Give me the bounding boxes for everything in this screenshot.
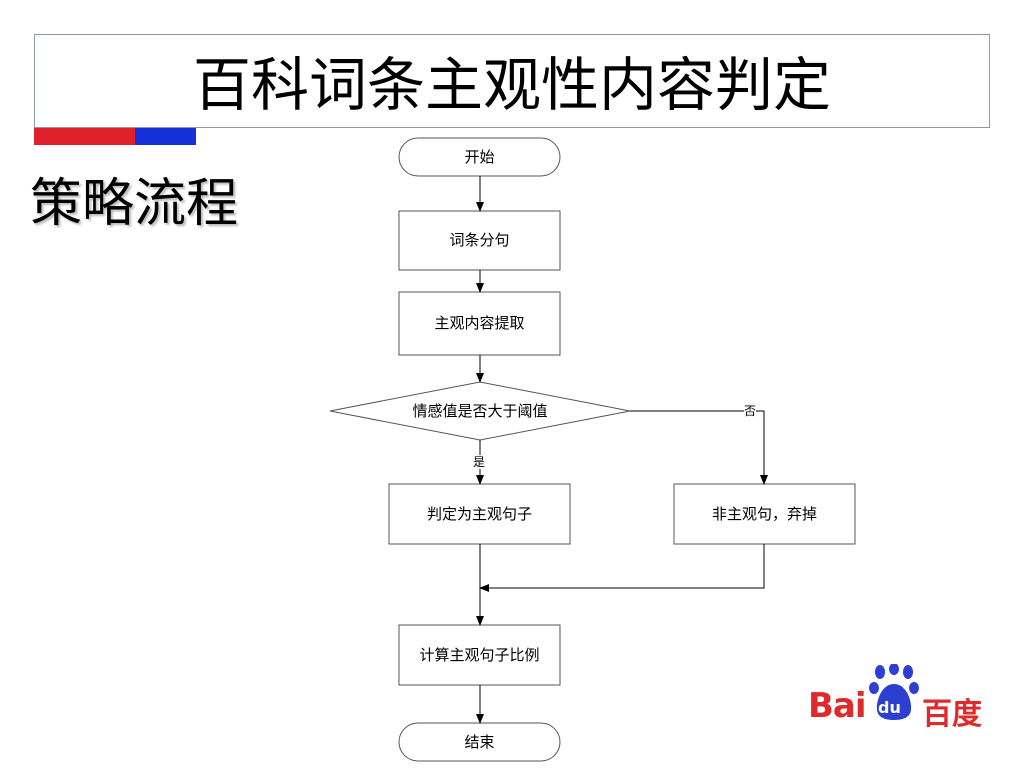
edge-label-no: 否 <box>744 404 757 418</box>
paw-icon <box>869 664 919 720</box>
baidu-logo-chinese: 百度 <box>922 697 982 732</box>
decision-label: 情感值是否大于阈值 <box>412 401 548 420</box>
arrow-decision-no <box>630 410 768 485</box>
baidu-logo-badge: du <box>878 698 901 717</box>
start-label: 开始 <box>464 147 495 166</box>
split-label: 词条分句 <box>449 231 510 249</box>
accent-bar-red <box>34 128 135 145</box>
title-box <box>34 34 990 128</box>
ratio-label: 计算主观句子比例 <box>419 645 540 664</box>
discard-label: 非主观句，弃掉 <box>711 504 817 523</box>
slide-title: 百科词条主观性内容判定 <box>192 51 831 119</box>
edge-label-yes: 是 <box>473 455 486 469</box>
split-process-box <box>398 210 561 271</box>
baidu-logo-latin: Bai <box>808 686 867 726</box>
accent-bar-blue <box>135 128 196 145</box>
subjective-process-box <box>388 483 571 545</box>
slide-subtitle: 策略流程 <box>30 174 239 234</box>
subjective-label: 判定为主观句子 <box>426 504 532 523</box>
extract-process-box <box>398 291 561 356</box>
baidu-logo: Bai du 百度 <box>808 664 988 732</box>
arrow-discard-merge <box>479 544 765 592</box>
extract-label: 主观内容提取 <box>434 314 525 332</box>
end-label: 结束 <box>464 732 495 751</box>
